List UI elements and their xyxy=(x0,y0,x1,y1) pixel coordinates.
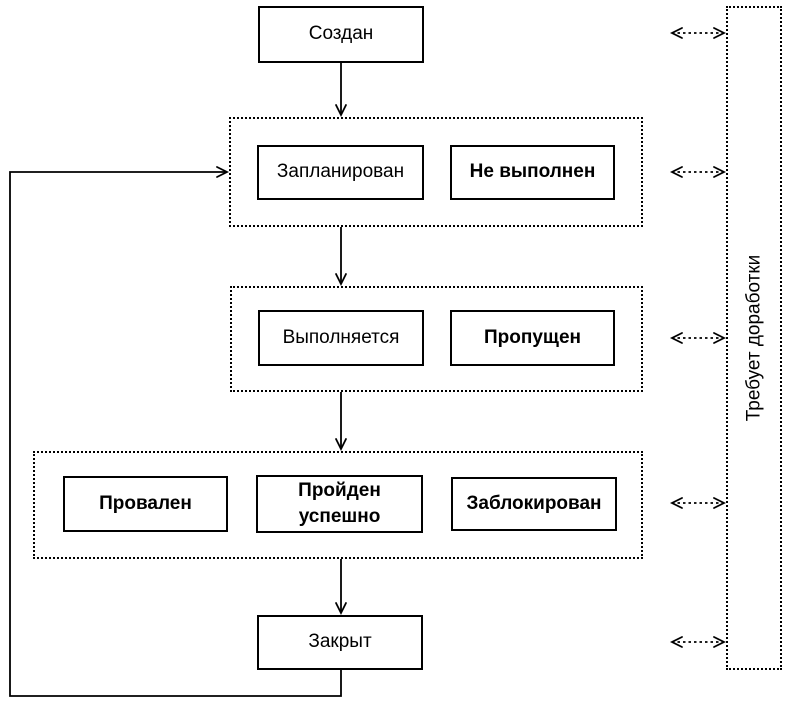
state-node-created: Создан xyxy=(258,6,424,63)
state-node-not-executed: Не выполнен xyxy=(450,145,615,200)
rework-panel: Требует доработки xyxy=(726,6,782,670)
rework-panel-label: Требует доработки xyxy=(743,254,765,422)
state-node-closed: Закрыт xyxy=(257,615,423,670)
state-node-planned: Запланирован xyxy=(257,145,424,200)
state-node-passed: Пройден успешно xyxy=(256,475,423,533)
state-label-passed: Пройден успешно xyxy=(298,479,381,527)
state-node-blocked: Заблокирован xyxy=(451,477,617,531)
state-label-blocked: Заблокирован xyxy=(466,492,602,514)
state-node-skipped: Пропущен xyxy=(450,310,615,366)
state-group-result xyxy=(33,451,643,559)
state-label-closed: Закрыт xyxy=(308,631,372,653)
state-label-planned: Запланирован xyxy=(276,161,405,183)
state-label-executing: Выполняется xyxy=(282,326,400,348)
state-node-executing: Выполняется xyxy=(258,310,424,366)
state-group-executing xyxy=(230,286,643,392)
state-label-failed: Провален xyxy=(99,492,192,514)
state-label-created: Создан xyxy=(308,23,374,45)
state-label-skipped: Пропущен xyxy=(484,326,581,348)
arrow-loop-closed-to-planned-group xyxy=(9,166,342,697)
state-node-failed: Провален xyxy=(63,476,228,532)
state-label-not-executed: Не выполнен xyxy=(469,161,596,183)
state-group-planned xyxy=(229,117,643,227)
